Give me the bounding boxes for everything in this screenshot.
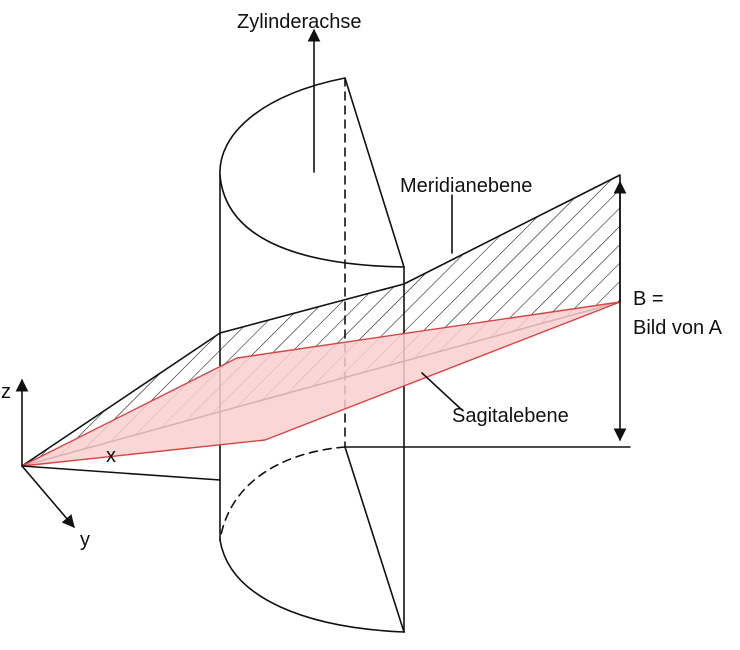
cylinder-bottom-front-edge: [344, 446, 405, 633]
cylinder-top-half-disc: [219, 77, 405, 268]
y-axis: [21, 465, 75, 528]
sagittal-plane-label: Sagitalebene: [452, 405, 569, 427]
image-of-a-label: Bild von A: [633, 317, 723, 339]
z-axis-label: z: [1, 381, 11, 403]
meridian-plane-label: Meridianebene: [400, 175, 532, 197]
cylinder-axis-label: Zylinderachse: [237, 11, 362, 33]
cylinder-bottom-curve-dashed: [219, 446, 346, 541]
cylinder-bottom-curve: [219, 539, 405, 633]
sagittal-leader-line: [421, 372, 463, 411]
x-axis-line: [21, 465, 221, 481]
y-axis-label: y: [80, 529, 90, 551]
x-axis-label: x: [106, 445, 116, 467]
point-b-label: B =: [633, 288, 664, 310]
